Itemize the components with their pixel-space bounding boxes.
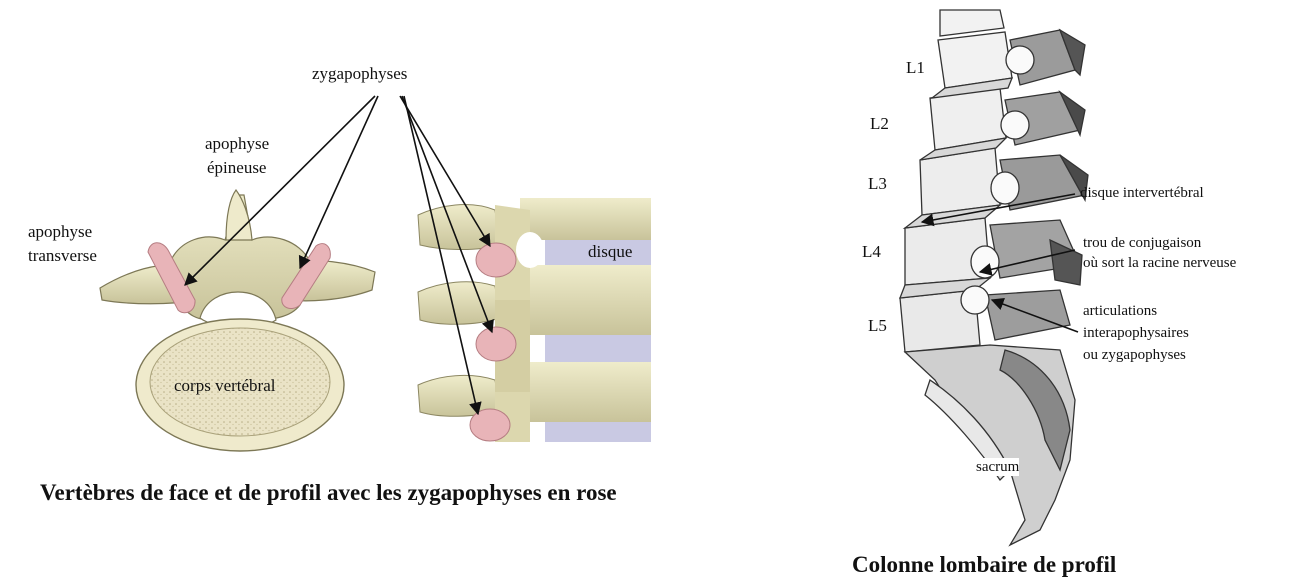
- label-disque: disque: [588, 242, 632, 262]
- caption-right: Colonne lombaire de profil: [852, 552, 1116, 578]
- vertebra-label-l5: L5: [868, 316, 887, 336]
- label-corps-vertebral: corps vertébral: [174, 376, 275, 396]
- label-trou-conjugaison-line2: où sort la racine nerveuse: [1083, 254, 1236, 272]
- label-apophyse-transverse-line1: apophyse: [28, 222, 92, 242]
- vertebra-label-l2: L2: [870, 114, 889, 134]
- label-articulations-line2: interapophysaires: [1083, 324, 1189, 342]
- vertebra-lateral-view: [415, 198, 651, 442]
- label-articulations-line1: articulations: [1083, 302, 1157, 320]
- vertebra-label-l3: L3: [868, 174, 887, 194]
- vertebra-axial-view: [100, 190, 375, 451]
- label-apophyse-epineuse-line2: épineuse: [207, 158, 266, 178]
- label-sacrum: sacrum: [976, 458, 1019, 476]
- label-trou-conjugaison-line1: trou de conjugaison: [1083, 234, 1201, 252]
- vertebra-label-l1: L1: [906, 58, 925, 78]
- label-apophyse-epineuse-line1: apophyse: [205, 134, 269, 154]
- caption-left: Vertèbres de face et de profil avec les …: [40, 480, 617, 506]
- label-apophyse-transverse-line2: transverse: [28, 246, 97, 266]
- label-disque-intervertebral: disque intervertébral: [1080, 184, 1204, 202]
- label-articulations-line3: ou zygapophyses: [1083, 346, 1186, 364]
- label-zygapophyses: zygapophyses: [312, 64, 407, 84]
- vertebra-label-l4: L4: [862, 242, 881, 262]
